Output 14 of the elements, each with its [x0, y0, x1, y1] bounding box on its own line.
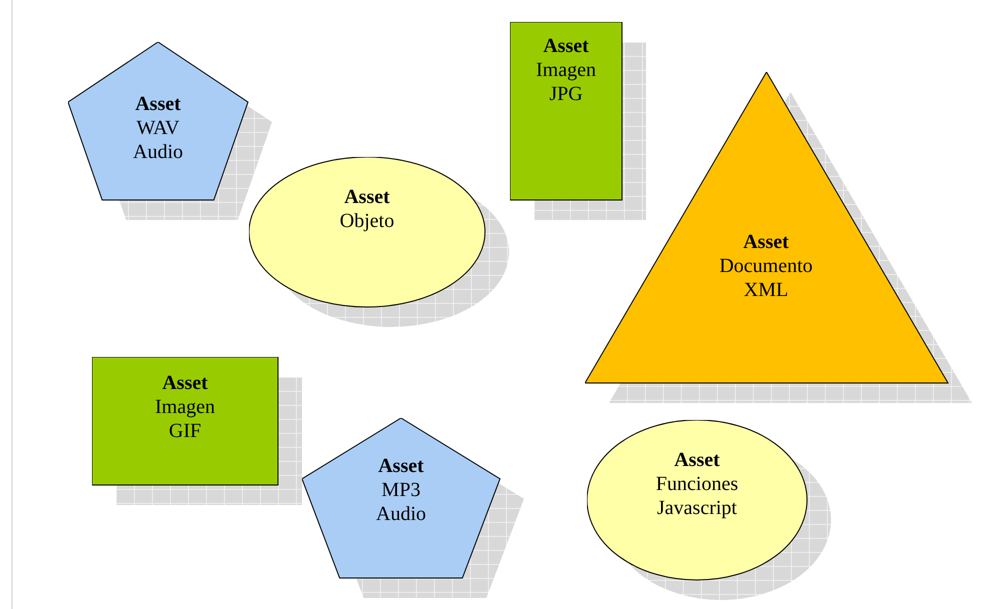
shape-label: Objeto: [338, 209, 396, 233]
shape-heading: Asset: [134, 92, 182, 116]
shape-label: Imagen GIF: [154, 395, 216, 443]
shape-label: Imagen JPG: [535, 58, 597, 106]
shape-heading: Asset: [673, 448, 721, 472]
shape-label: Documento XML: [718, 254, 814, 302]
shape-heading: Asset: [343, 185, 391, 209]
shape-label: MP3 Audio: [375, 478, 427, 526]
shape-heading: Asset: [542, 34, 590, 58]
shape-label: WAV Audio: [132, 116, 184, 164]
shape-label: Funciones Javascript: [654, 472, 740, 520]
shape-heading: Asset: [377, 454, 425, 478]
shape-heading: Asset: [161, 371, 209, 395]
shape-heading: Asset: [742, 230, 790, 254]
